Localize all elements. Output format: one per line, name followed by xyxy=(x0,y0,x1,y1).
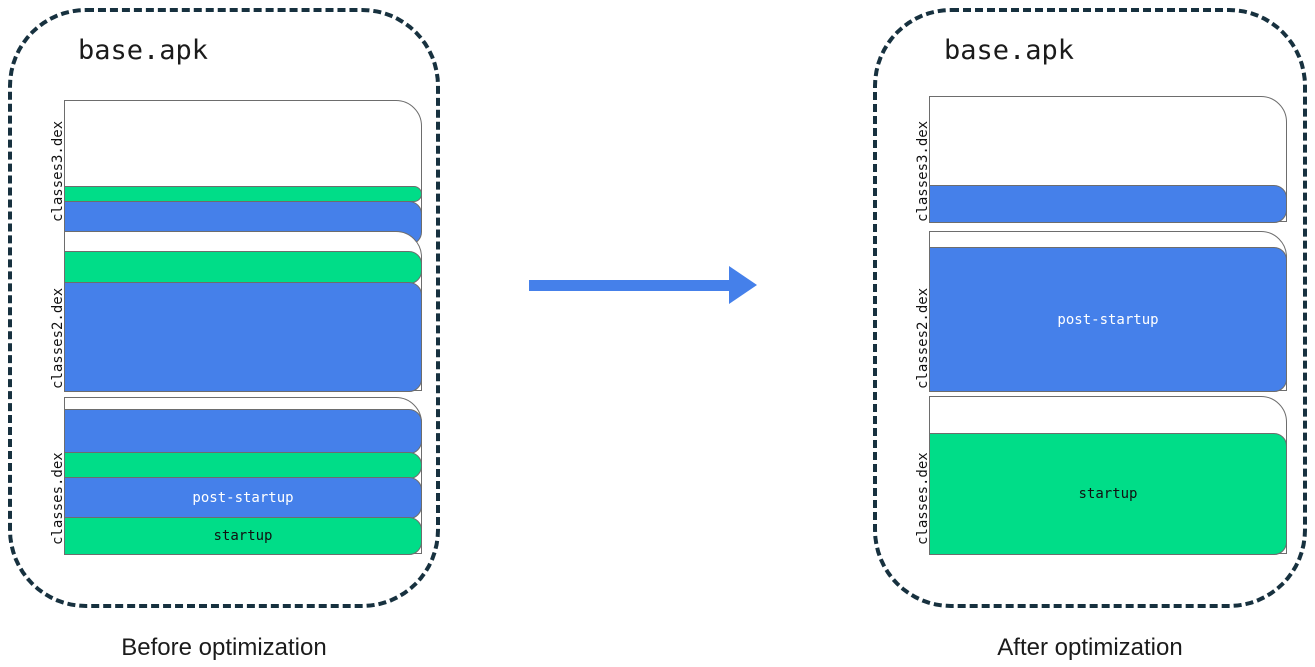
arrow-head-icon xyxy=(729,266,757,304)
apk-title-after: base.apk xyxy=(944,35,1075,66)
segment-post-startup xyxy=(64,409,422,454)
apk-container-before xyxy=(8,8,440,608)
segment-startup-labeled: startup xyxy=(64,517,422,555)
segment-startup-labeled: startup xyxy=(929,433,1287,555)
segment-post-startup xyxy=(64,282,422,392)
segment-post-startup-labeled: post-startup xyxy=(929,247,1287,392)
segment-startup xyxy=(64,251,422,284)
apk-container-after xyxy=(873,8,1307,608)
segment-startup xyxy=(64,186,422,202)
caption-after: After optimization xyxy=(997,634,1183,661)
segment-post-startup xyxy=(929,185,1287,223)
arrow-shaft xyxy=(529,280,733,291)
segment-startup xyxy=(64,452,422,479)
caption-before: Before optimization xyxy=(121,634,327,661)
segment-post-startup-labeled: post-startup xyxy=(64,477,422,519)
apk-title-before: base.apk xyxy=(78,35,209,66)
